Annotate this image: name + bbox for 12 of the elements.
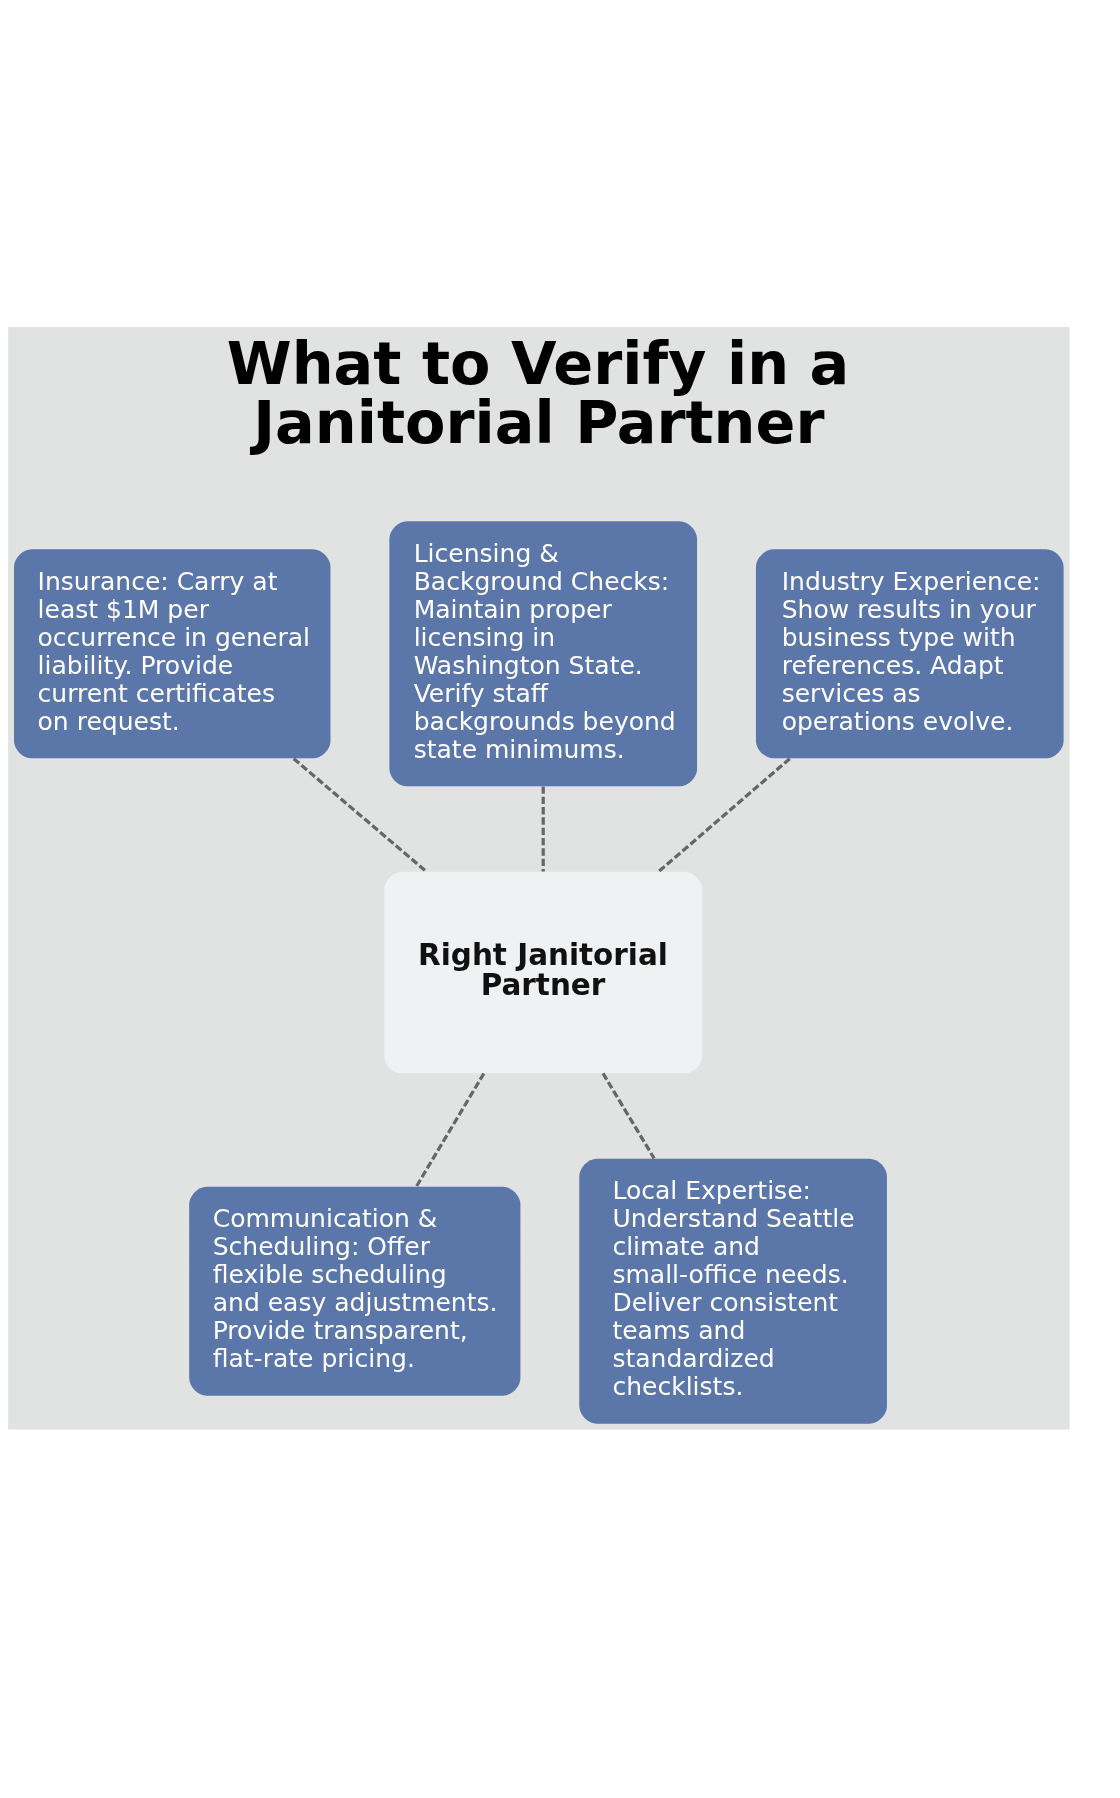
node-box: Local Expertise: Understand Seattle climate and small-office needs. Deliver consistent teams and standardized checklists. <box>579 1158 887 1424</box>
connector <box>415 1072 486 1187</box>
diagram-title: What to Verify in a Janitorial Partner <box>226 328 850 457</box>
connector <box>541 785 545 872</box>
connector <box>292 756 427 872</box>
node-box: Licensing & Background Checks: Maintain proper licensing in Washington State. Verify staff backgrounds beyond state minimums. <box>389 520 698 786</box>
node-box: Insurance: Carry at least $1M per occurrence in general liability. Provide current certificates on request. <box>14 548 331 758</box>
connector <box>601 1072 656 1159</box>
connector <box>658 756 791 872</box>
node-box: Communication & Scheduling: Offer flexible scheduling and easy adjustments. Provide transparent, flat-rate pricing. <box>189 1186 521 1396</box>
node-box: Industry Experience: Show results in your business type with references. Adapt services as operations evolve. <box>755 548 1064 758</box>
node-box: Right Janitorial Partner <box>384 871 703 1073</box>
